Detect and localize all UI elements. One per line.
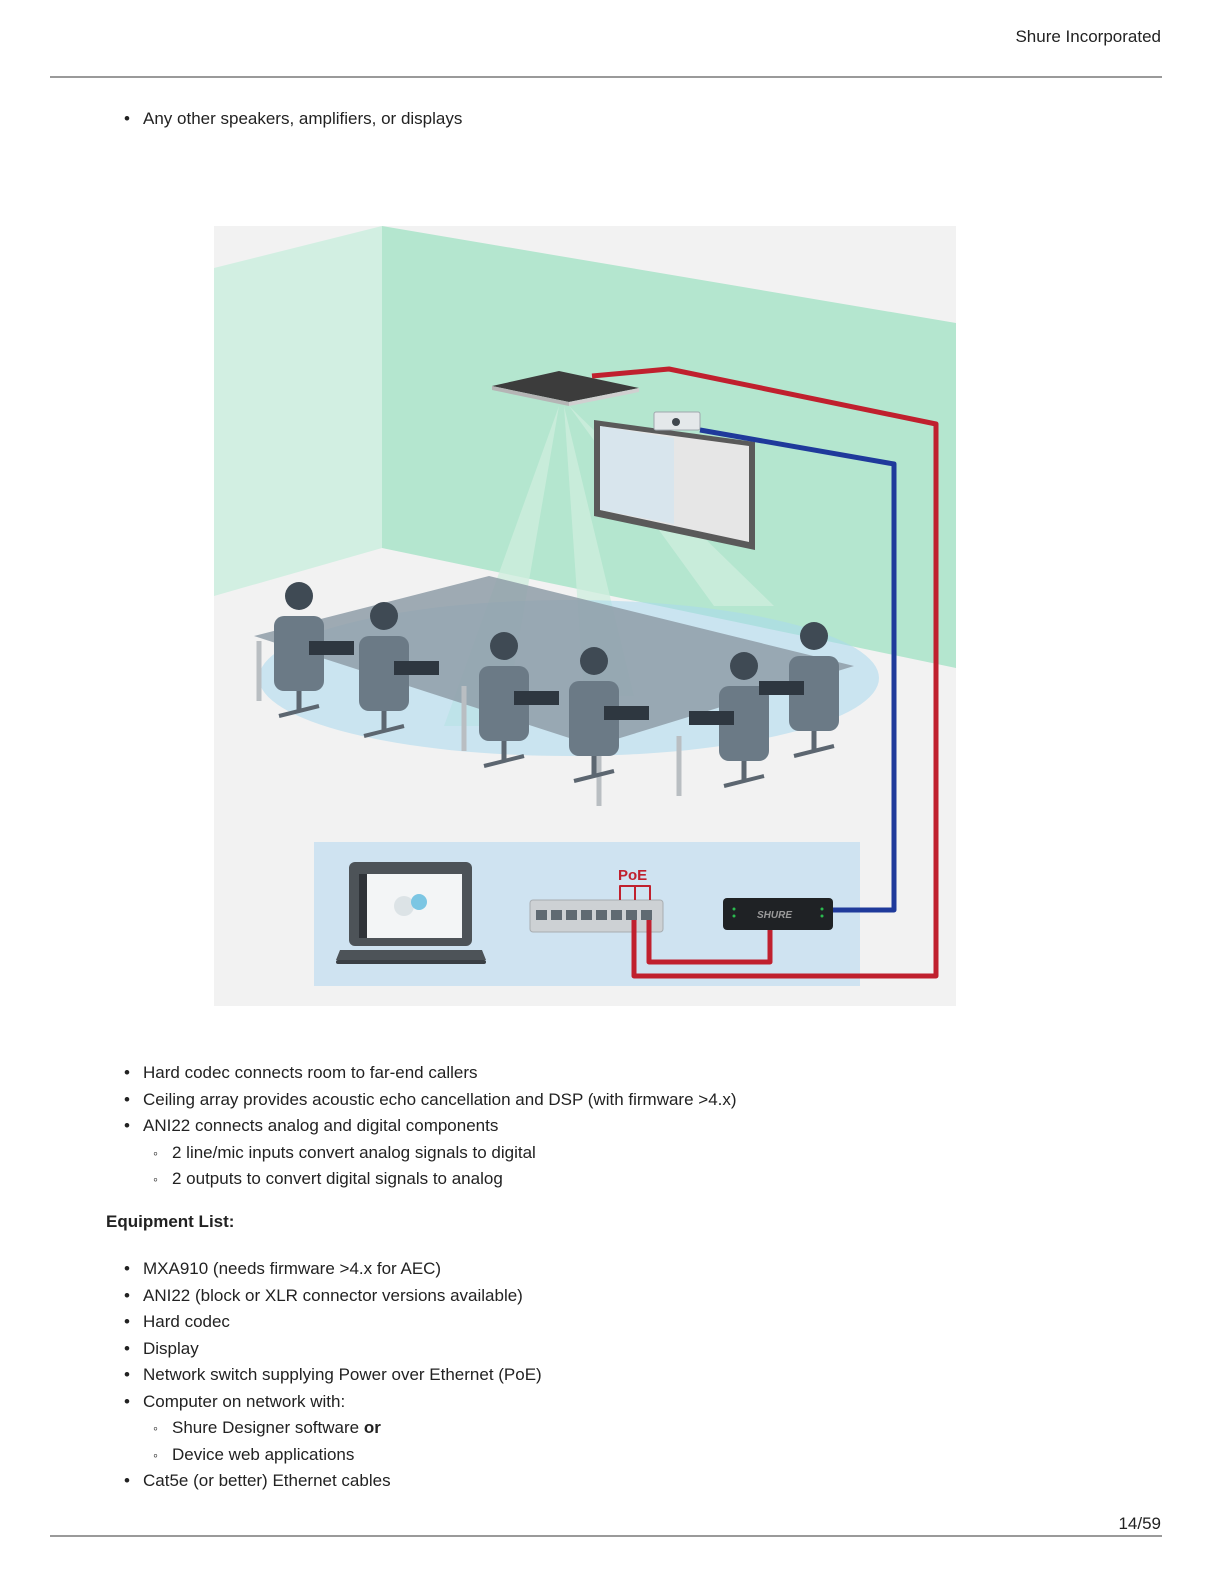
list-item: Hard codec [124, 1309, 542, 1336]
red-cable-ceiling [591, 366, 939, 979]
network-switch: PoE [529, 867, 664, 933]
page-number: 14/59 [1118, 1514, 1161, 1533]
list-item: ANI22 connects analog and digital compon… [124, 1113, 737, 1140]
sub-list-item: 2 outputs to convert digital signals to … [143, 1166, 737, 1193]
top-bullet-list: Any other speakers, amplifiers, or displ… [124, 106, 462, 133]
list-item: Hard codec connects room to far-end call… [124, 1060, 737, 1087]
list-item: Ceiling array provides acoustic echo can… [124, 1087, 737, 1114]
blue-cable [699, 427, 897, 913]
sub-list-item: 2 line/mic inputs convert analog signals… [143, 1140, 737, 1167]
sub-list-item-text: Shure Designer software [172, 1418, 364, 1437]
sub-list-item: Device web applications [143, 1442, 542, 1469]
device-brand-label: SHURE [757, 910, 792, 921]
poe-label: PoE [618, 867, 647, 884]
conference-room-diagram: PoE SHURE [214, 226, 956, 1006]
list-item: Display [124, 1336, 542, 1363]
left-wall [214, 226, 382, 596]
sub-list-item: Shure Designer software or [143, 1415, 542, 1442]
ceiling-array [492, 371, 639, 406]
list-item: Cat5e (or better) Ethernet cables [124, 1468, 542, 1495]
list-item: ANI22 (block or XLR connector versions a… [124, 1283, 542, 1310]
list-item: Network switch supplying Power over Ethe… [124, 1362, 542, 1389]
list-item: Computer on network with: [124, 1389, 542, 1416]
cables [591, 366, 939, 979]
equipment-heading: Equipment List: [106, 1212, 235, 1231]
header-rule [50, 76, 1162, 78]
bold-or: or [363, 1418, 381, 1437]
header-company: Shure Incorporated [1015, 27, 1161, 46]
red-cable-ani22 [646, 920, 773, 965]
ani22-device: SHURE [723, 898, 833, 930]
list-item: MXA910 (needs firmware >4.x for AEC) [124, 1256, 542, 1283]
display-screen [594, 411, 755, 550]
footer-rule [50, 1535, 1162, 1537]
description-list: Hard codec connects room to far-end call… [124, 1060, 737, 1193]
laptop-icon [336, 862, 486, 964]
equipment-list: MXA910 (needs firmware >4.x for AEC) ANI… [124, 1256, 542, 1495]
list-item: Any other speakers, amplifiers, or displ… [124, 106, 462, 133]
attendees [274, 582, 839, 788]
conference-table [254, 576, 854, 746]
